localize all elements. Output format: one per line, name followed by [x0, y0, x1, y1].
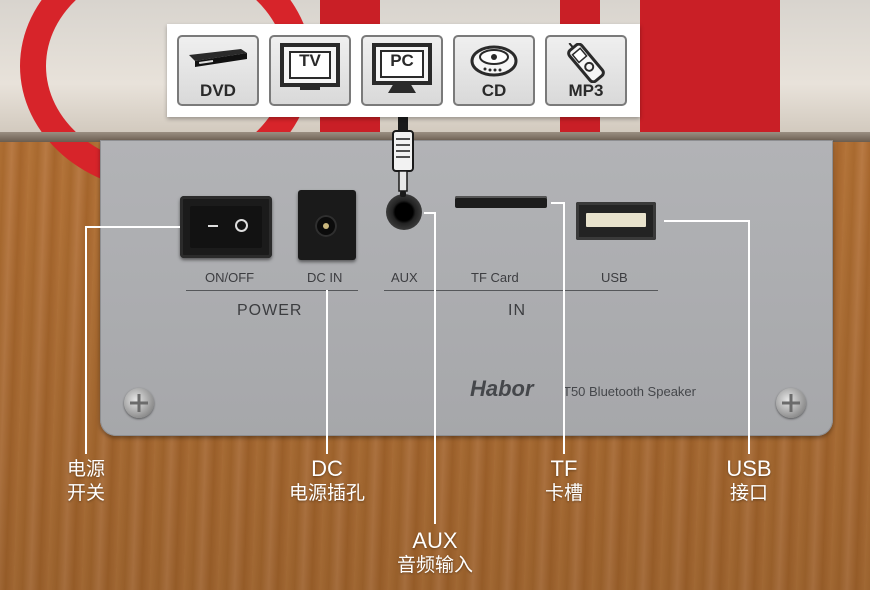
- aux-callout-line: [434, 212, 436, 524]
- pc-monitor-icon: [372, 43, 432, 93]
- tfcard-label: TF Card: [471, 270, 519, 285]
- aux-callout-line: [424, 212, 436, 214]
- tf-callout: TF 卡槽: [524, 456, 604, 506]
- source-dvd: DVD: [177, 35, 259, 106]
- source-pc: PC: [361, 35, 443, 106]
- callout-line1: 电源: [66, 459, 105, 480]
- tf-card-slot[interactable]: [455, 196, 547, 208]
- dc-callout-line: [326, 290, 328, 454]
- power-switch[interactable]: [180, 196, 272, 258]
- source-label: MP3: [568, 81, 604, 100]
- input-sources-panel: DVD TV PC: [167, 24, 640, 117]
- mp3-player-icon: [567, 43, 605, 83]
- model-name: T50 Bluetooth Speaker: [563, 384, 696, 399]
- usb-callout-line: [748, 220, 750, 454]
- power-switch-callout: 电源 开关: [58, 458, 114, 506]
- dvd-player-icon: [189, 49, 247, 67]
- background-red-block: [640, 0, 780, 140]
- source-label: CD: [481, 81, 507, 100]
- aux-callout: AUX 音频输入: [380, 528, 490, 578]
- screw-icon: [776, 388, 806, 418]
- onoff-label: ON/OFF: [205, 270, 255, 285]
- in-group-label: IN: [508, 302, 526, 319]
- usb-callout-line: [664, 220, 750, 222]
- callout-title: AUX: [412, 528, 458, 553]
- tf-callout-line: [563, 202, 565, 454]
- tv-icon: [280, 43, 340, 90]
- usb-callout: USB 接口: [706, 456, 792, 506]
- source-label: TV: [299, 51, 321, 70]
- connection-panel: [100, 140, 833, 436]
- callout-subtitle: 接口: [729, 483, 768, 504]
- aux-label: AUX: [391, 270, 418, 285]
- callout-subtitle: 音频输入: [396, 555, 473, 576]
- usb-tongue: [586, 213, 646, 227]
- callout-line2: 开关: [66, 483, 105, 504]
- callout-subtitle: 电源插孔: [288, 483, 365, 504]
- aux-cable-plug-icon: [392, 117, 414, 197]
- cabinet-top-edge: [0, 132, 870, 142]
- source-cd: CD: [453, 35, 535, 106]
- usb-label: USB: [601, 270, 628, 285]
- callout-subtitle: 卡槽: [544, 483, 583, 504]
- power-callout-line: [85, 226, 180, 228]
- aux-jack[interactable]: [386, 194, 422, 230]
- source-label: DVD: [200, 81, 236, 100]
- cd-player-icon: [470, 45, 518, 77]
- power-callout-line: [85, 226, 87, 454]
- jack-pin: [323, 223, 329, 229]
- usb-port[interactable]: [576, 202, 656, 240]
- source-label: PC: [390, 51, 414, 70]
- callout-title: USB: [726, 456, 772, 481]
- callout-title: TF: [550, 456, 578, 481]
- source-mp3: MP3: [545, 35, 627, 106]
- callout-title: DC: [311, 456, 343, 481]
- rocker: [190, 206, 262, 248]
- power-group-line: [186, 290, 358, 291]
- dc-in-jack[interactable]: [298, 190, 356, 260]
- off-mark-icon: [235, 219, 248, 232]
- brand-logo: Habor: [470, 376, 534, 401]
- source-tv: TV: [269, 35, 351, 106]
- dcin-label: DC IN: [307, 270, 343, 285]
- tf-callout-line: [551, 202, 565, 204]
- power-group-label: POWER: [237, 302, 303, 319]
- dc-callout: DC 电源插孔: [272, 456, 382, 506]
- on-mark-icon: [208, 225, 218, 227]
- screw-icon: [124, 388, 154, 418]
- in-group-line: [384, 290, 658, 291]
